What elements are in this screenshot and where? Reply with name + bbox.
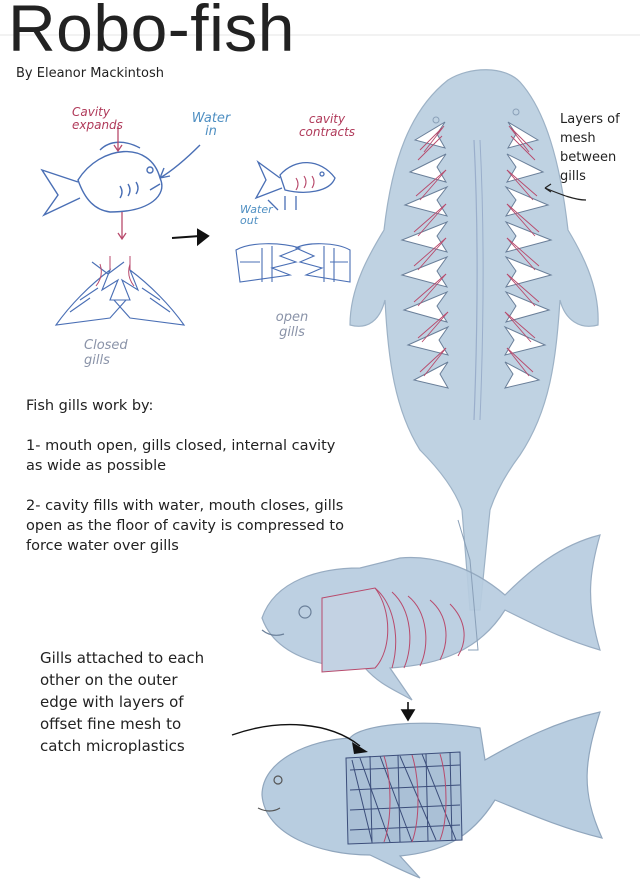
label-water-out: Water out xyxy=(240,203,273,227)
right-gill-column xyxy=(503,121,553,389)
transition-arrow xyxy=(171,228,210,247)
explanation-step-1: 1- mouth open, gills closed, internal ca… xyxy=(26,438,336,474)
mesh-pointer-arrow xyxy=(544,187,587,201)
sketch-fish-closed xyxy=(40,141,201,217)
mesh-note: Layers of mesh between gills xyxy=(560,112,620,184)
explanation-step-2: 2- cavity fills with water, mouth closes… xyxy=(26,498,344,554)
sketch-closed-gills xyxy=(54,261,186,326)
right-gill-mesh xyxy=(504,125,540,377)
label-water-in: Water in xyxy=(191,111,231,139)
label-closed-gills: Closed gills xyxy=(84,338,128,368)
label-open-gills: open gills xyxy=(275,310,309,340)
tail-overlap xyxy=(457,519,479,651)
gills-pointer-arrow xyxy=(231,723,361,747)
mesh-cage xyxy=(345,751,463,845)
gills-pointer-head xyxy=(352,742,368,754)
label-cavity-expands: Cavity expands xyxy=(72,105,123,132)
gills-note: Gills attached to each other on the oute… xyxy=(40,649,205,755)
down-arrow xyxy=(400,702,416,722)
side-view-gills xyxy=(321,587,465,673)
sketch-open-gills xyxy=(235,243,351,283)
side-view-fish-open xyxy=(261,534,601,701)
page-title: Robo-fish xyxy=(8,0,295,65)
explanation-heading: Fish gills work by: xyxy=(26,398,154,414)
left-gill-mesh xyxy=(413,125,449,377)
sketch-fish-open xyxy=(254,160,336,211)
sketch-cavity-arrows xyxy=(113,126,127,241)
sketch-fish-open-gills xyxy=(295,175,315,191)
mesh-cage-red xyxy=(383,753,447,843)
sketch-closed-gills-mesh xyxy=(95,256,135,287)
left-gill-column xyxy=(400,121,450,389)
label-cavity-contracts: cavity contracts xyxy=(298,112,356,139)
author-byline: By Eleanor Mackintosh xyxy=(16,66,164,81)
